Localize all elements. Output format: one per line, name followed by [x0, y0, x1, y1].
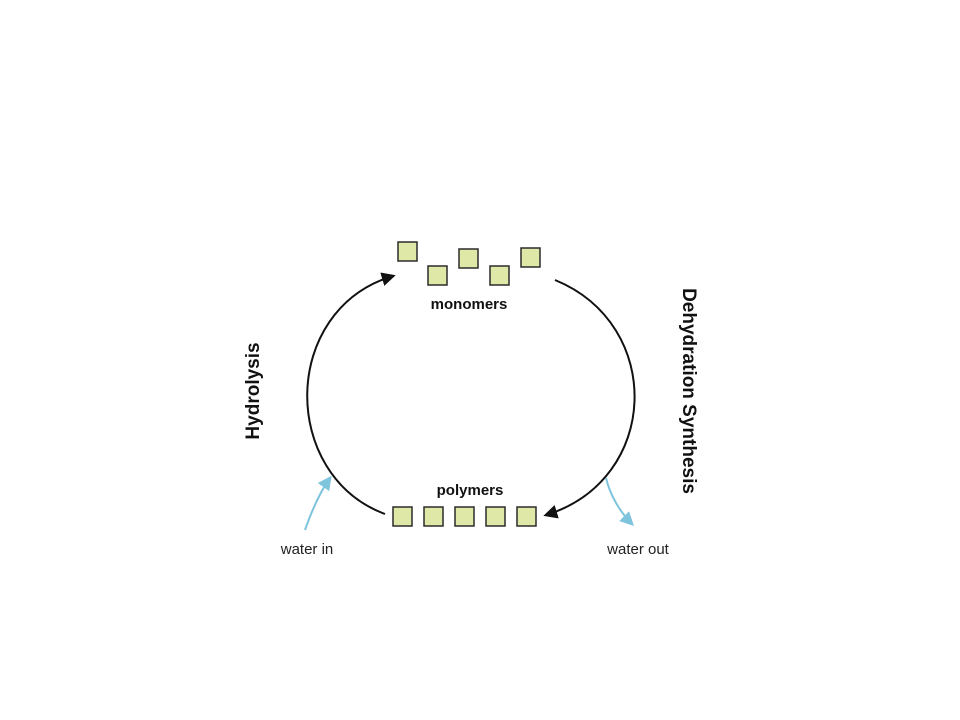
monomers-label: monomers: [431, 296, 508, 313]
monomer-unit: [520, 247, 541, 268]
monomer-unit: [397, 241, 418, 262]
water-out-arrow: [605, 477, 634, 526]
hydrolysis-label: Hydrolysis: [243, 342, 264, 439]
polymer-unit: [423, 506, 444, 527]
water-in-arrow: [304, 475, 332, 531]
dehydration-synthesis-label: Dehydration Synthesis: [678, 288, 699, 494]
polymer-unit: [485, 506, 506, 527]
monomer-unit: [489, 265, 510, 286]
polymer-unit: [392, 506, 413, 527]
polymers-label: polymers: [437, 482, 504, 499]
hydrolysis-arrow: [306, 272, 396, 515]
water-in-label: water in: [280, 541, 334, 558]
polymer-unit: [454, 506, 475, 527]
polymer-unit: [516, 506, 537, 527]
water-out-label: water out: [606, 541, 670, 558]
polymer-chain: [392, 506, 537, 527]
dehydration-synthesis-arrow: [543, 279, 636, 519]
monomer-group: [397, 241, 541, 286]
monomer-unit: [458, 248, 479, 269]
monomer-unit: [427, 265, 448, 286]
